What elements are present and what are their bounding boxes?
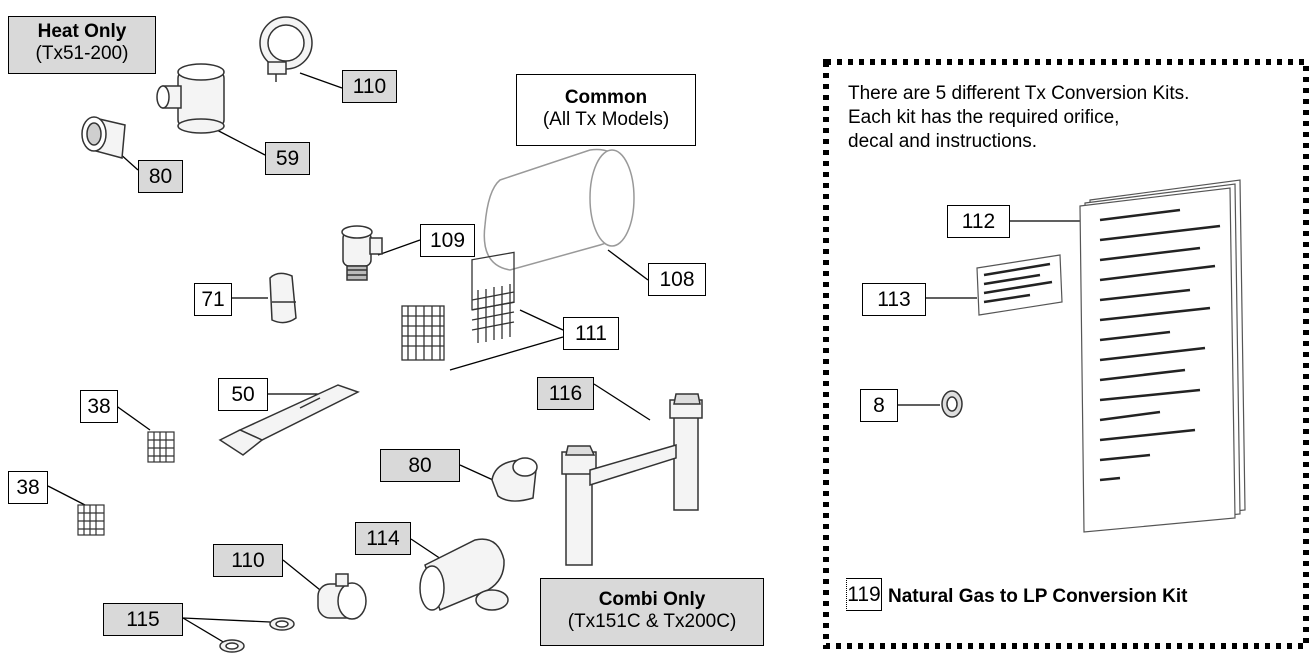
tee-casting-icon xyxy=(419,538,509,612)
heat-only-title: Heat Only xyxy=(37,21,127,42)
cap-fitting-icon xyxy=(81,116,126,159)
decal-icon xyxy=(976,254,1063,316)
part-label-114: 114 xyxy=(355,522,411,555)
common-callout: Common (All Tx Models) xyxy=(516,74,696,146)
part-label-38-b: 38 xyxy=(8,471,48,504)
elbow-valve-icon xyxy=(341,225,383,281)
gauge-part-icon xyxy=(259,16,313,82)
part-label-112: 112 xyxy=(947,205,1010,238)
filter-cylinder-icon xyxy=(483,148,635,271)
part-label-59: 59 xyxy=(265,142,310,175)
part-label-38-a: 38 xyxy=(80,390,118,423)
kit-note-line-1: There are 5 different Tx Conversion Kits… xyxy=(848,83,1190,104)
pipe-assembly-icon xyxy=(561,393,703,566)
kit-title: Natural Gas to LP Conversion Kit xyxy=(888,586,1188,607)
part-label-8: 8 xyxy=(860,389,898,422)
gauge-lower-icon xyxy=(317,573,367,620)
part-label-119: 119 xyxy=(846,578,882,611)
kit-note-line-2: Each kit has the required orifice, xyxy=(848,107,1120,128)
part-label-113: 113 xyxy=(862,283,926,316)
combi-only-title: Combi Only xyxy=(598,589,706,610)
kit-note-line-3: decal and instructions. xyxy=(848,131,1038,152)
tee-fitting-icon xyxy=(156,63,225,134)
part-label-116: 116 xyxy=(537,377,594,410)
kit-border xyxy=(823,59,1309,649)
small-screen-icon xyxy=(77,431,175,536)
part-label-80: 80 xyxy=(138,160,183,193)
heat-only-callout: Heat Only (Tx51-200) xyxy=(8,16,156,74)
part-label-109: 109 xyxy=(420,224,475,257)
combi-only-callout: Combi Only (Tx151C & Tx200C) xyxy=(540,578,764,646)
orifice-icon xyxy=(941,390,963,418)
long-bracket-icon xyxy=(218,384,360,456)
kit-note: There are 5 different Tx Conversion Kits… xyxy=(848,82,1189,154)
elbow-fitting-icon xyxy=(491,457,538,502)
common-sub: (All Tx Models) xyxy=(542,109,670,130)
washer-icon xyxy=(219,617,295,653)
part-label-115: 115 xyxy=(103,603,183,636)
part-label-110: 110 xyxy=(342,70,397,103)
part-label-110-b: 110 xyxy=(213,544,283,577)
combi-only-sub: (Tx151C & Tx200C) xyxy=(567,611,737,632)
part-label-111: 111 xyxy=(563,317,619,350)
common-title: Common xyxy=(564,87,648,108)
instruction-booklet-icon xyxy=(1079,179,1246,533)
part-label-71: 71 xyxy=(194,283,232,316)
part-label-50: 50 xyxy=(218,378,268,411)
part-label-80-b: 80 xyxy=(380,449,460,482)
bracket-part-icon xyxy=(269,272,297,324)
mesh-screen-icon xyxy=(401,251,515,361)
part-label-108: 108 xyxy=(648,263,706,296)
heat-only-sub: (Tx51-200) xyxy=(35,43,129,64)
